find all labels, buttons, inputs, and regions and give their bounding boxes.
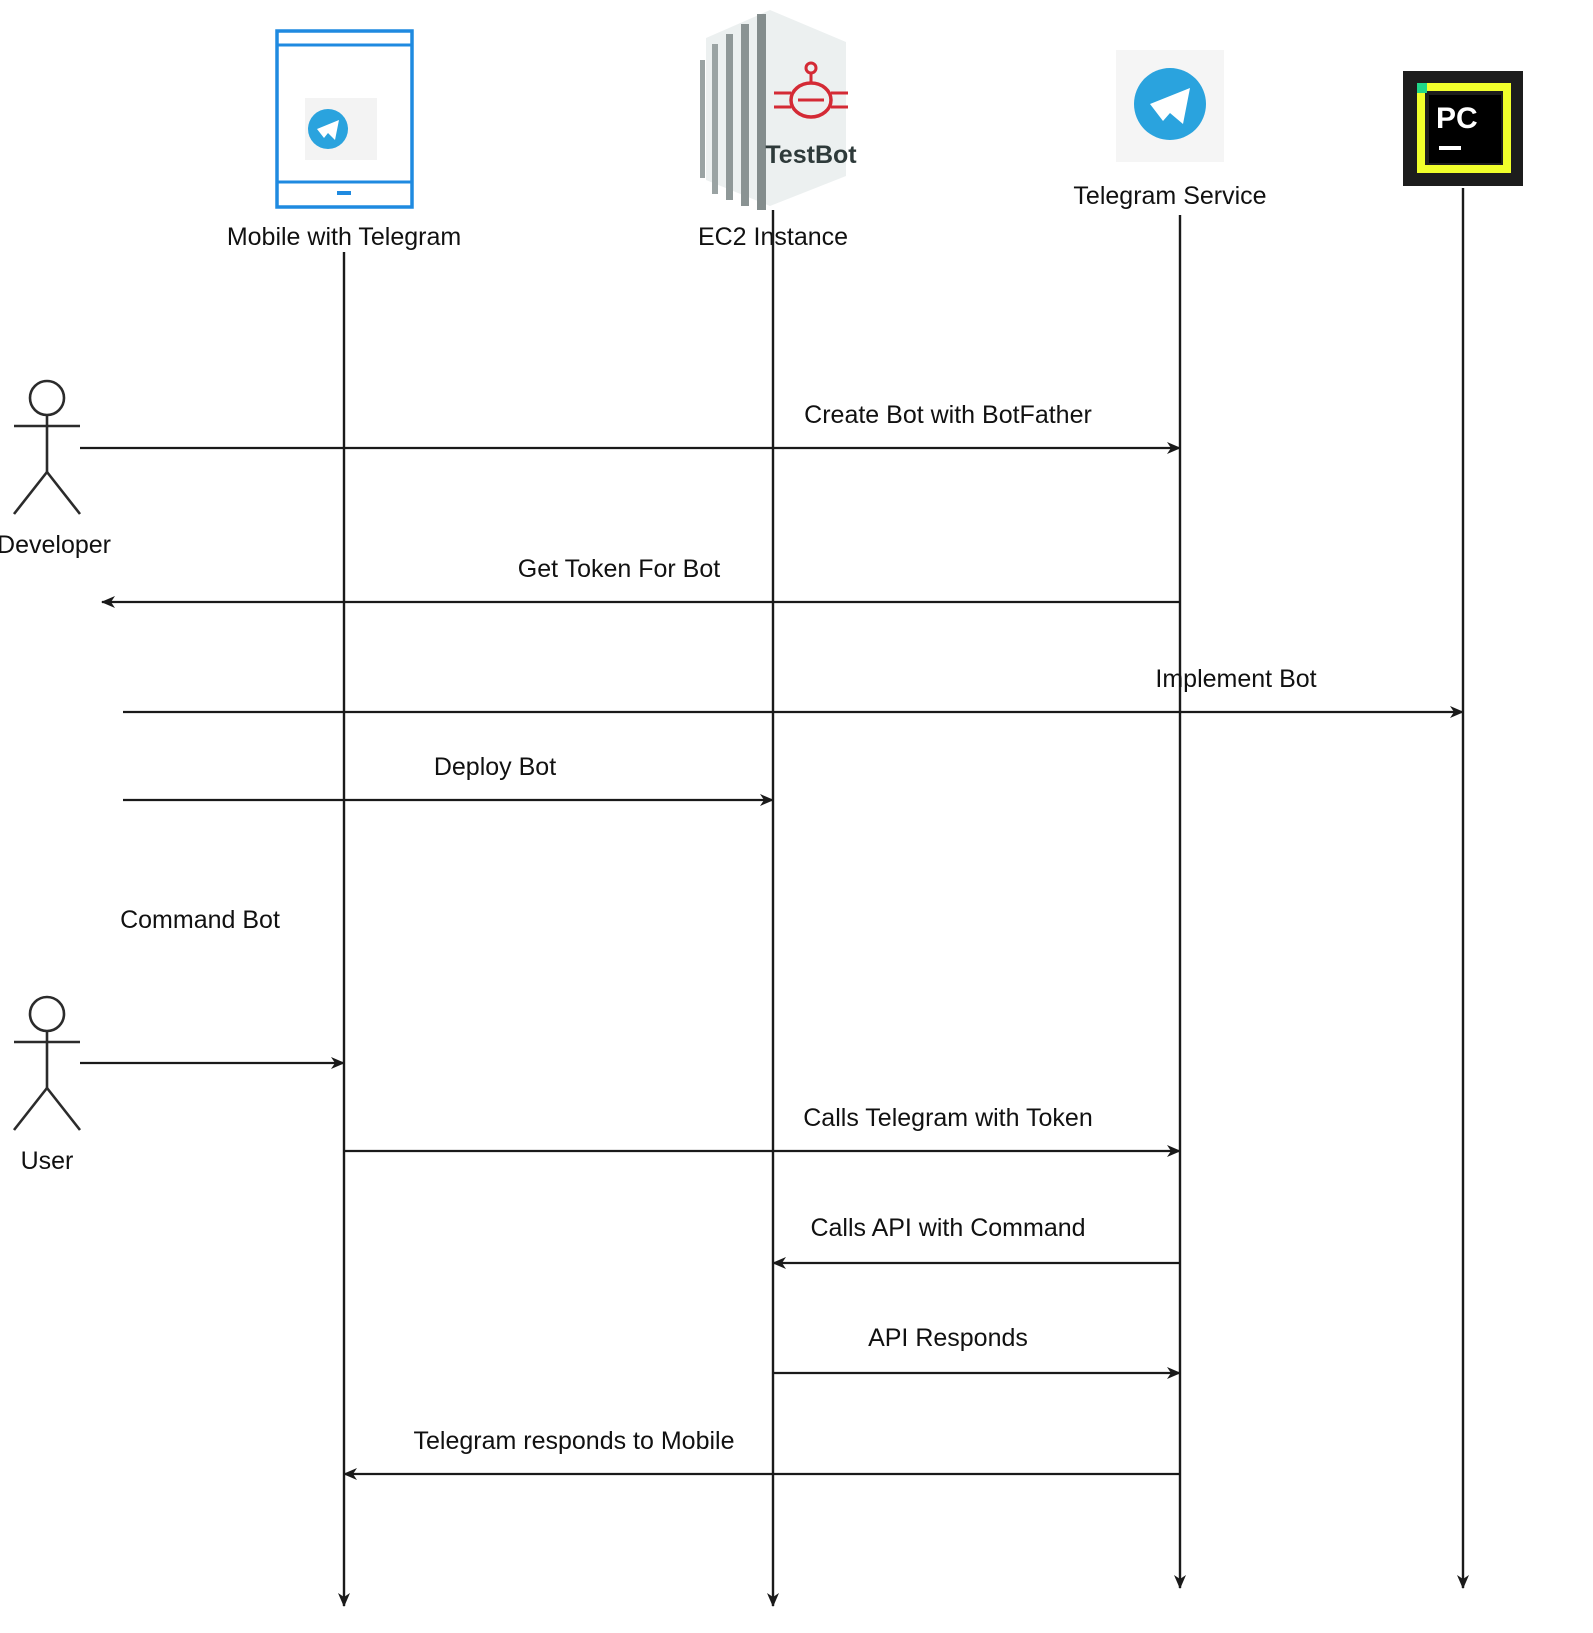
lifelines: [338, 188, 1469, 1607]
participant-label-telegram: Telegram Service: [1073, 182, 1266, 210]
message-get-token: Get Token For Bot: [101, 555, 1180, 608]
actor-label-developer: Developer: [0, 531, 111, 559]
message-calls-telegram: Calls Telegram with Token: [344, 1104, 1181, 1157]
participant-mobile: Mobile with Telegram: [227, 29, 461, 251]
developer-stick-figure-icon: [12, 379, 82, 515]
message-create-bot: Create Bot with BotFather: [80, 401, 1181, 454]
message-label-telegram-responds: Telegram responds to Mobile: [414, 1427, 735, 1455]
message-deploy-bot: Deploy Bot: [123, 753, 774, 806]
testbot-logo-icon: [774, 61, 848, 119]
telegram-logo-icon: [1116, 50, 1224, 162]
message-calls-api: Calls API with Command: [772, 1214, 1180, 1269]
testbot-icon-label: TestBot: [765, 141, 857, 169]
message-label-get-token: Get Token For Bot: [518, 555, 720, 583]
message-label-implement-bot: Implement Bot: [1155, 665, 1316, 693]
message-implement-bot: Implement Bot: [123, 665, 1464, 718]
pycharm-icon: PC: [1403, 71, 1523, 186]
pycharm-icon-text: PC: [1436, 102, 1478, 135]
participant-telegram: Telegram Service: [1073, 50, 1267, 210]
message-label-deploy-bot: Deploy Bot: [434, 753, 556, 781]
actor-user: User: [12, 995, 82, 1175]
participant-label-mobile: Mobile with Telegram: [227, 223, 461, 251]
message-command-bot: Command Bot: [80, 906, 345, 1069]
message-label-calls-api: Calls API with Command: [810, 1214, 1085, 1242]
message-api-responds: API Responds: [773, 1324, 1181, 1379]
participant-pycharm: PC: [1403, 71, 1523, 186]
actor-developer: Developer: [0, 379, 111, 559]
user-stick-figure-icon: [12, 995, 82, 1131]
ec2-server-icon: TestBot: [700, 10, 857, 210]
messages: Create Bot with BotFather Get Token For …: [80, 401, 1464, 1480]
message-label-command-bot: Command Bot: [120, 906, 280, 934]
message-label-calls-telegram: Calls Telegram with Token: [803, 1104, 1093, 1132]
participant-ec2: TestBot EC2 Instance: [698, 10, 857, 251]
message-label-create-bot: Create Bot with BotFather: [804, 401, 1092, 429]
message-telegram-responds: Telegram responds to Mobile: [343, 1427, 1180, 1480]
mobile-telegram-icon: [275, 29, 414, 209]
message-label-api-responds: API Responds: [868, 1324, 1028, 1352]
actor-label-user: User: [21, 1147, 74, 1175]
